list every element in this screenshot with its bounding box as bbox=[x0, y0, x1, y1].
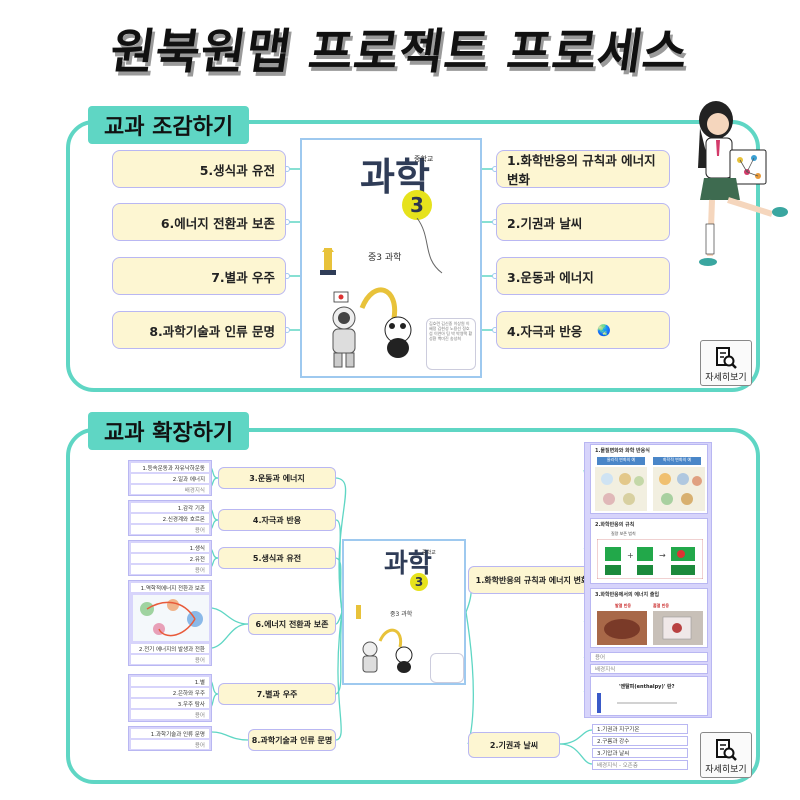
leaf-item[interactable]: 용어 bbox=[131, 525, 209, 535]
leaf-item[interactable]: 1.감각 기관 bbox=[131, 503, 209, 513]
leaf-item[interactable]: 3.기압과 날씨 bbox=[592, 748, 688, 758]
zoom-document-icon bbox=[716, 739, 737, 761]
card-tag: 질량 보존 법칙 bbox=[611, 531, 636, 536]
leaf-item[interactable]: 1.생식 bbox=[131, 543, 209, 553]
expand-topic-atmosphere[interactable]: 2.기권과 날씨 bbox=[468, 732, 560, 758]
reaction-rules-diagram: + → bbox=[597, 539, 703, 579]
topic-reproduction-heredity[interactable]: 5.생식과 유전 bbox=[112, 150, 286, 188]
leaf-group-stimulus: 1.감각 기관 2.신경계와 호르몬 용어 bbox=[128, 500, 212, 536]
student-illustration bbox=[698, 101, 788, 266]
astronaut-panda-illustration bbox=[356, 605, 413, 673]
volume-badge: 3 bbox=[410, 573, 428, 591]
card-tag: 흡열 반응 bbox=[653, 603, 670, 608]
leaf-item[interactable]: 용어 bbox=[131, 710, 209, 720]
leaf-item[interactable]: 배경지식 bbox=[131, 485, 209, 495]
leaf-item[interactable]: 1.등속운동과 자유낙하운동 bbox=[131, 463, 209, 473]
leaf-item[interactable]: 1.과학기술과 인류 문명 bbox=[131, 729, 209, 739]
card-reaction-rules[interactable]: 2.화학반응의 규칙 질량 보존 법칙 + → bbox=[590, 518, 708, 584]
topic-atmosphere-weather[interactable]: 2.기권과 날씨 bbox=[496, 203, 670, 241]
leaf-item[interactable]: 용어 bbox=[131, 565, 209, 575]
astronaut-panda-illustration bbox=[320, 248, 412, 368]
card-tag: 화학적 변화의 예 bbox=[653, 457, 701, 465]
detail-view-button[interactable]: 자세히보기 bbox=[700, 340, 752, 386]
leaf-item[interactable]: 1.별 bbox=[131, 677, 209, 687]
leaf-item[interactable]: 용어 bbox=[590, 652, 708, 662]
book-subtitle: 중3 과학 bbox=[390, 611, 413, 618]
section-label-overview: 교과 조감하기 bbox=[88, 106, 250, 144]
leaf-item[interactable]: 2.신경계와 호르몬 bbox=[131, 514, 209, 524]
balloon-string-icon bbox=[416, 218, 443, 274]
leaf-item[interactable]: 1.역학적에너지 전환과 보존 bbox=[131, 583, 209, 593]
leaf-item[interactable]: 3.우주 탐사 bbox=[131, 699, 209, 709]
leaf-group-energy: 1.역학적에너지 전환과 보존 2.전기 에너지의 발생과 전환 용어 bbox=[128, 580, 212, 666]
detail-view-label: 자세히보기 bbox=[705, 373, 747, 383]
leaf-item[interactable]: 2.전기 에너지의 발생과 전환 bbox=[131, 644, 209, 654]
textbook-cover[interactable]: 과학 중학교 3 중3 과학 김호련 김신중 이상원 이혜정 김현성 노용선 정… bbox=[300, 138, 482, 378]
topic-chemical-reactions[interactable]: 1.화학반응의 규칙과 에너지 변화 bbox=[496, 150, 670, 188]
topic-stimulus-response[interactable]: 4.자극과 반응 bbox=[496, 311, 670, 349]
expand-topic-motion-energy[interactable]: 3.운동과 에너지 bbox=[218, 467, 336, 489]
expand-topic-stars[interactable]: 7.별과 우주 bbox=[218, 683, 336, 705]
enthalpy-formula bbox=[597, 693, 677, 713]
leaf-item[interactable]: 2.구름과 강수 bbox=[592, 736, 688, 746]
card-matter-change[interactable]: 1.물질변화와 화학 반응식 물리적 변화의 예 화학적 변화의 예 bbox=[590, 444, 708, 514]
card-title: 1.물질변화와 화학 반응식 bbox=[595, 448, 650, 454]
topic-motion-energy[interactable]: 3.운동과 에너지 bbox=[496, 257, 670, 295]
enthalpy-title: '엔탈피(enthalpy)' 란? bbox=[619, 684, 675, 690]
book-subtitle: 중3 과학 bbox=[368, 253, 402, 263]
card-energy-in-out[interactable]: 3.화학반응에서의 에너지 출입 발열 반응 흡열 반응 bbox=[590, 588, 708, 648]
topic-science-technology[interactable]: 8.과학기술과 인류 문명 bbox=[112, 311, 286, 349]
leaf-group-reproduction: 1.생식 2.유전 용어 bbox=[128, 540, 212, 576]
book-description bbox=[430, 653, 464, 683]
book-title-small: 중학교 bbox=[422, 550, 436, 556]
expand-topic-energy-conversion[interactable]: 6.에너지 전환과 보존 bbox=[248, 613, 336, 635]
energy-reaction-photos bbox=[597, 611, 703, 645]
leaf-item[interactable]: 배경지식 bbox=[590, 664, 708, 674]
textbook-cover-small[interactable]: 과학 중학교 3 중3 과학 bbox=[342, 539, 466, 685]
volume-badge: 3 bbox=[402, 190, 432, 220]
card-enthalpy[interactable]: '엔탈피(enthalpy)' 란? bbox=[590, 676, 708, 716]
expand-topic-stimulus-response[interactable]: 4.자극과 반응 bbox=[218, 509, 336, 531]
book-authors: 김호련 김신중 이상원 이혜정 김현성 노용선 정호섭 이연아 팀 박 박영택 … bbox=[426, 318, 476, 370]
book-title-small: 중학교 bbox=[414, 155, 434, 163]
svg-text:+: + bbox=[627, 551, 634, 560]
matter-change-images bbox=[595, 467, 705, 511]
leaf-group-technology: 1.과학기술과 인류 문명 용어 bbox=[128, 726, 212, 751]
leaf-group-motion: 1.등속운동과 자유낙하운동 2.일과 에너지 배경지식 bbox=[128, 460, 212, 496]
energy-diagram-image bbox=[133, 595, 209, 641]
card-title: 2.화학반응의 규칙 bbox=[595, 522, 635, 528]
globe-icon: 🌏 bbox=[597, 324, 611, 337]
leaf-item[interactable]: 2.유전 bbox=[131, 554, 209, 564]
detail-view-button[interactable]: 자세히보기 bbox=[700, 732, 752, 778]
leaf-item[interactable]: 2.일과 에너지 bbox=[131, 474, 209, 484]
leaf-item[interactable]: 용어 bbox=[131, 655, 209, 665]
section-label-expansion: 교과 확장하기 bbox=[88, 412, 250, 450]
leaf-item[interactable]: 2.은하와 우주 bbox=[131, 688, 209, 698]
card-tag: 물리적 변화의 예 bbox=[597, 457, 645, 465]
card-title: 3.화학반응에서의 에너지 출입 bbox=[595, 592, 660, 598]
expand-topic-chemical[interactable]: 1.화학반응의 규칙과 에너지 변화 bbox=[468, 566, 596, 594]
topic-stars-universe[interactable]: 7.별과 우주 bbox=[112, 257, 286, 295]
leaf-item[interactable]: 배경지식 - 오존층 bbox=[592, 760, 688, 770]
topic-energy-conversion[interactable]: 6.에너지 전환과 보존 bbox=[112, 203, 286, 241]
leaf-item[interactable]: 용어 bbox=[131, 740, 209, 750]
leaf-group-stars: 1.별 2.은하와 우주 3.우주 탐사 용어 bbox=[128, 674, 212, 722]
zoom-document-icon bbox=[716, 347, 737, 369]
detail-view-label: 자세히보기 bbox=[705, 765, 747, 775]
card-tag: 발열 반응 bbox=[615, 603, 632, 608]
expand-topic-reproduction[interactable]: 5.생식과 유전 bbox=[218, 547, 336, 569]
expand-topic-technology[interactable]: 8.과학기술과 인류 문명 bbox=[248, 729, 336, 751]
svg-text:→: → bbox=[659, 551, 666, 560]
leaf-item[interactable]: 1.기권과 지구기온 bbox=[592, 724, 688, 734]
